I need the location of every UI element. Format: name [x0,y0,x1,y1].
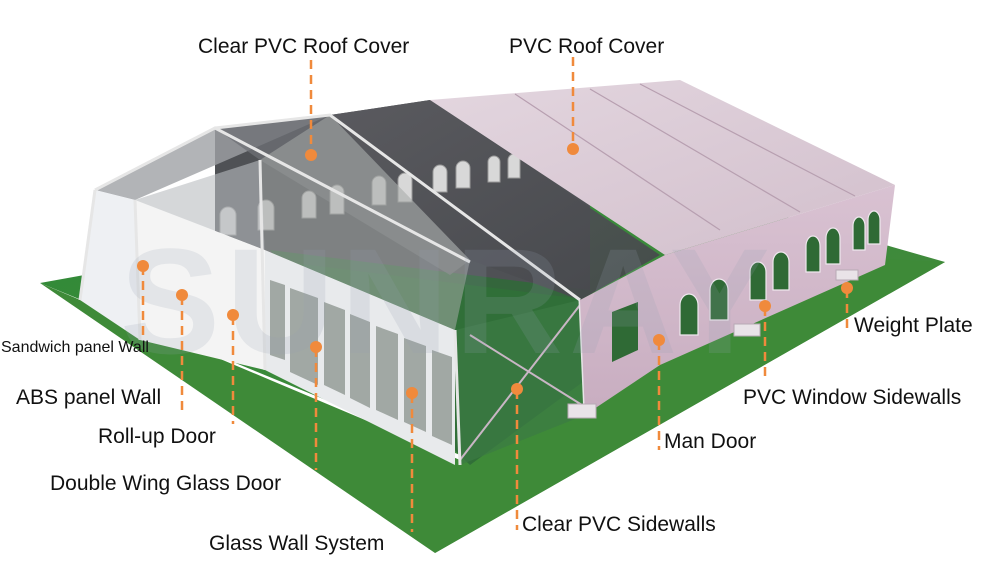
clear-roof-panel [330,100,660,300]
marker-rollup [227,309,239,321]
label-roll-up-door: Roll-up Door [98,425,216,448]
label-abs-panel-wall: ABS panel Wall [16,386,162,409]
marker-man-door [653,334,665,346]
marker-window-sidewall [759,300,771,312]
label-clear-pvc-roof-cover: Clear PVC Roof Cover [198,35,410,58]
pvc-roof [430,80,895,255]
clear-gable-front [260,115,470,330]
label-double-wing-glass-door: Double Wing Glass Door [50,472,282,495]
roof-seams [514,83,856,231]
label-sandwich-panel-wall: Sandwich panel Wall [1,339,149,356]
weight-plates [567,269,859,419]
label-pvc-window-sidewalls: PVC Window Sidewalls [743,386,962,409]
marker-glass-wall [406,387,418,399]
pvc-windows [679,210,881,336]
marker-pvc-roof [567,143,579,155]
label-man-door: Man Door [664,430,757,453]
marker-sandwich [137,260,149,272]
marker-clear-sidewall [511,383,523,395]
marker-clear-roof [305,149,317,161]
label-pvc-roof-cover: PVC Roof Cover [509,35,665,58]
glass-panes [270,280,452,445]
sandwich-panel-wall [80,190,140,340]
marker-double-wing [310,341,322,353]
label-glass-wall-system: Glass Wall System [209,532,385,555]
man-door-opening [612,302,638,362]
abs-panel-wall [135,200,265,370]
label-clear-pvc-sidewalls: Clear PVC Sidewalls [522,513,716,536]
glass-gable [135,160,265,250]
aluminum-frame [78,113,587,466]
marker-weight-plate [841,282,853,294]
marker-abs [176,289,188,301]
label-weight-plate: Weight Plate [854,314,973,337]
